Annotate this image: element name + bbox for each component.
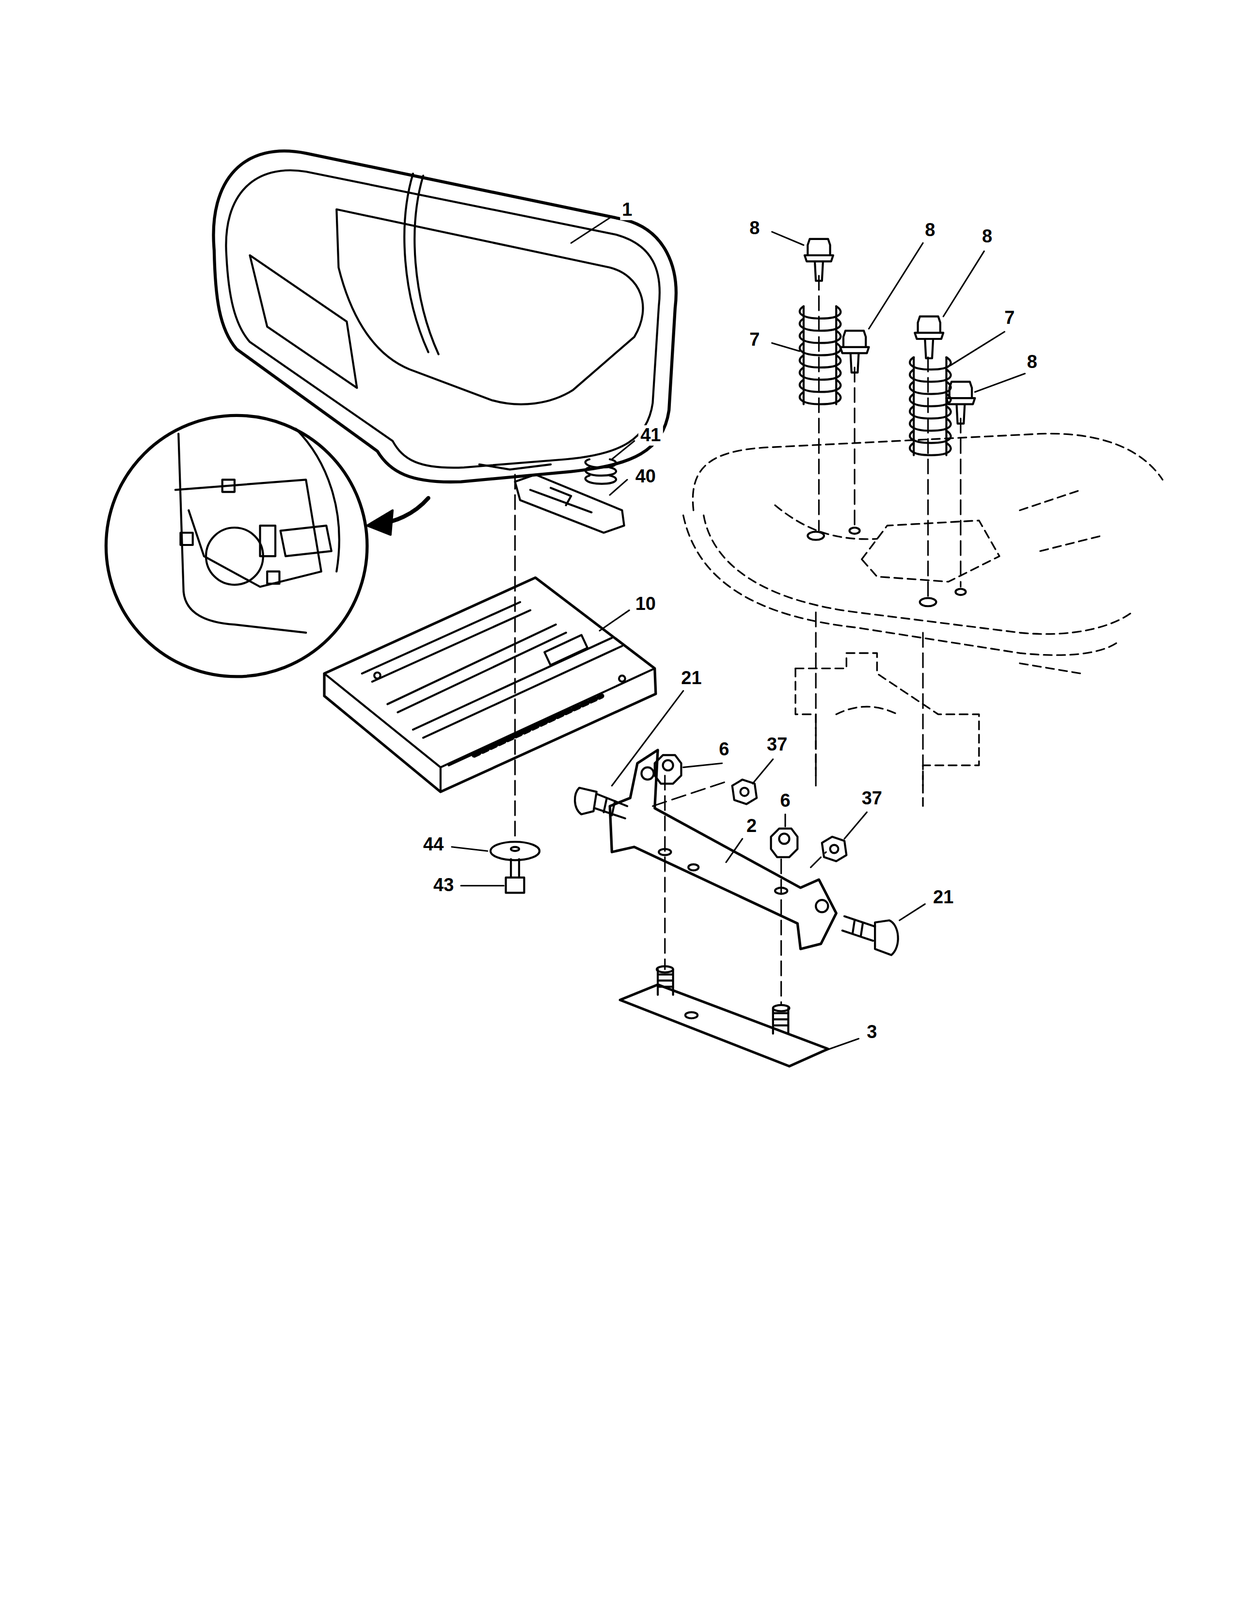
callout-number: 8	[922, 220, 937, 241]
callout-number: 1	[619, 200, 634, 221]
callout-number: 8	[1025, 351, 1040, 373]
callout-number: 43	[431, 874, 456, 896]
callout-number: 2	[744, 815, 759, 837]
callout-number: 41	[638, 425, 663, 446]
callout-number: 7	[1002, 308, 1017, 329]
callout-number: 3	[864, 1021, 879, 1043]
callout-number: 37	[764, 734, 790, 755]
callout-number: 40	[633, 466, 658, 487]
callout-number: 10	[633, 593, 658, 615]
callout-number: 8	[980, 226, 995, 247]
callout-number: 7	[747, 329, 762, 350]
callout-number: 21	[679, 667, 704, 689]
callout-number: 44	[421, 834, 446, 855]
callout-number: 6	[777, 790, 793, 811]
callout-number: 8	[747, 218, 762, 239]
callout-number: 6	[716, 739, 731, 761]
callout-number: 37	[859, 788, 885, 809]
callout-number: 21	[931, 887, 956, 908]
